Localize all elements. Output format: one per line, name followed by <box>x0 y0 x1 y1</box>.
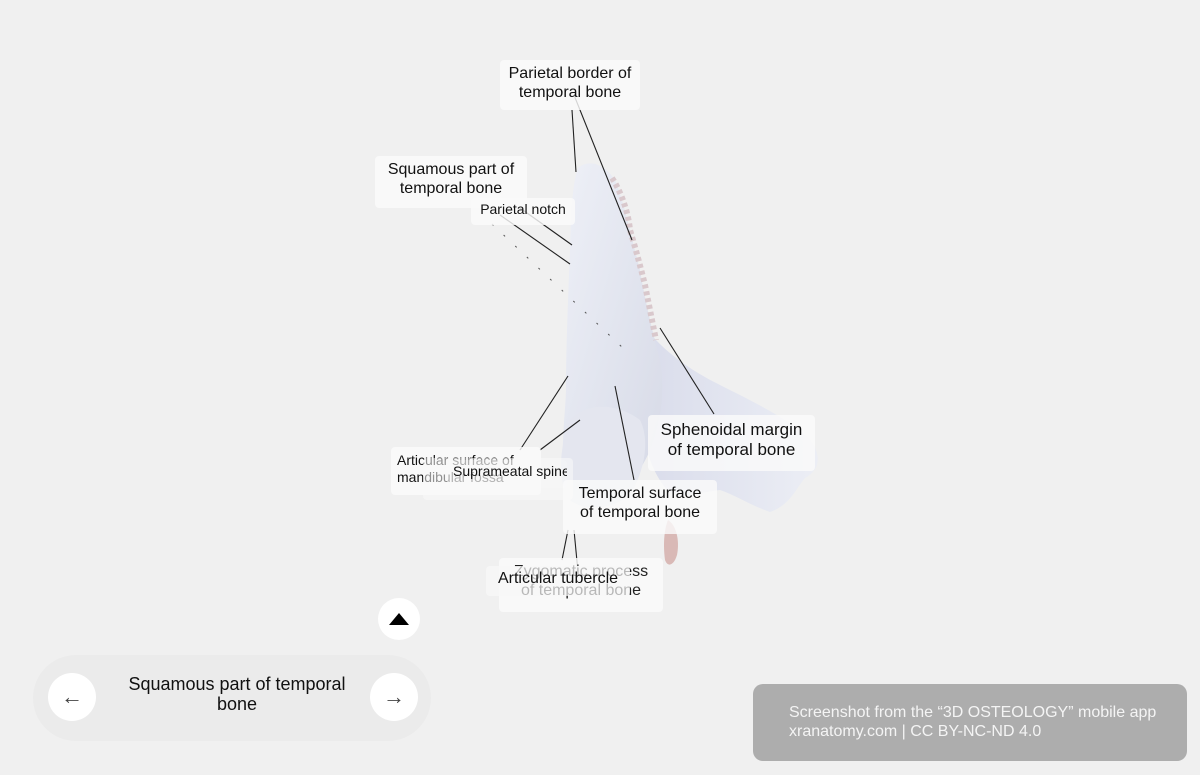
attribution-watermark: Screenshot from the “3D OSTEOLOGY” mobil… <box>753 684 1187 761</box>
label-sphenoidal-margin[interactable]: Sphenoidal margin of temporal bone <box>648 415 815 471</box>
label-temporal-surface[interactable]: Temporal surface of temporal bone <box>563 480 717 534</box>
label-parietal-notch[interactable]: Parietal notch <box>471 198 575 225</box>
current-structure-title: Squamous part of temporal bone <box>128 674 346 714</box>
label-squamous-part[interactable]: Squamous part of temporal bone <box>375 156 527 208</box>
previous-structure-button[interactable]: ← <box>48 673 96 721</box>
triangle-up-icon <box>389 613 409 625</box>
label-articular-tubercle[interactable]: Articular tubercle <box>486 566 630 596</box>
next-structure-button[interactable]: → <box>370 673 418 721</box>
label-suprameatal-spine[interactable]: Suprameatal spine <box>447 460 567 488</box>
structure-navigator <box>33 655 431 741</box>
arrow-left-icon: ← <box>61 684 83 709</box>
watermark-line-2: xranatomy.com | CC BY-NC-ND 4.0 <box>789 723 1042 740</box>
label-parietal-border[interactable]: Parietal border of temporal bone <box>500 60 640 110</box>
watermark-line-1: Screenshot from the “3D OSTEOLOGY” mobil… <box>789 704 1157 721</box>
expand-panel-button[interactable] <box>378 598 420 640</box>
arrow-right-icon: → <box>383 684 405 709</box>
label-suprameatal-spine-shadow <box>423 458 573 500</box>
